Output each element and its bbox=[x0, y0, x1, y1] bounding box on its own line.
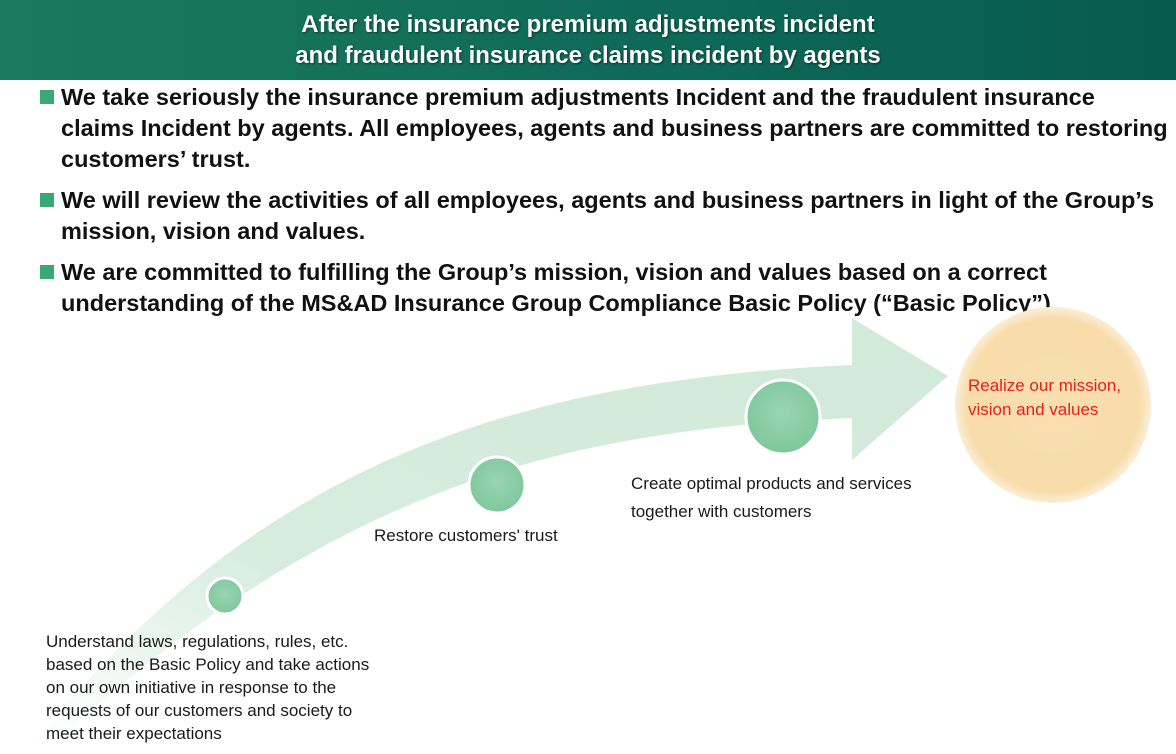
bullet-list: We take seriously the insurance premium … bbox=[38, 82, 1170, 329]
bullet-item-3: We are committed to fulfilling the Group… bbox=[38, 257, 1170, 319]
title-line-1: After the insurance premium adjustments … bbox=[301, 11, 875, 38]
bullet-text-3: We are committed to fulfilling the Group… bbox=[61, 259, 1058, 316]
step-circle-3 bbox=[744, 378, 822, 456]
curved-progress-arrow bbox=[35, 318, 948, 748]
title-line-2: and fraudulent insurance claims incident… bbox=[295, 42, 881, 69]
bullet-text-2: We will review the activities of all emp… bbox=[61, 187, 1155, 244]
title-banner: After the insurance premium adjustments … bbox=[0, 0, 1176, 80]
bullet-item-2: We will review the activities of all emp… bbox=[38, 185, 1170, 247]
step-circle-2 bbox=[467, 455, 527, 515]
step-3-label: Create optimal products and services tog… bbox=[631, 474, 912, 521]
step-circle-1 bbox=[205, 576, 245, 616]
goal-label: Realize our mission, vision and values bbox=[968, 376, 1122, 419]
goal-circle bbox=[955, 307, 1151, 503]
step-2-label: Restore customers' trust bbox=[374, 526, 558, 545]
green-square-bullet-icon bbox=[40, 265, 54, 279]
step-1-label: Understand laws, regulations, rules, etc… bbox=[46, 632, 370, 743]
bullet-text-1: We take seriously the insurance premium … bbox=[61, 84, 1168, 172]
green-square-bullet-icon bbox=[40, 193, 54, 207]
bullet-item-1: We take seriously the insurance premium … bbox=[38, 82, 1170, 175]
green-square-bullet-icon bbox=[40, 90, 54, 104]
